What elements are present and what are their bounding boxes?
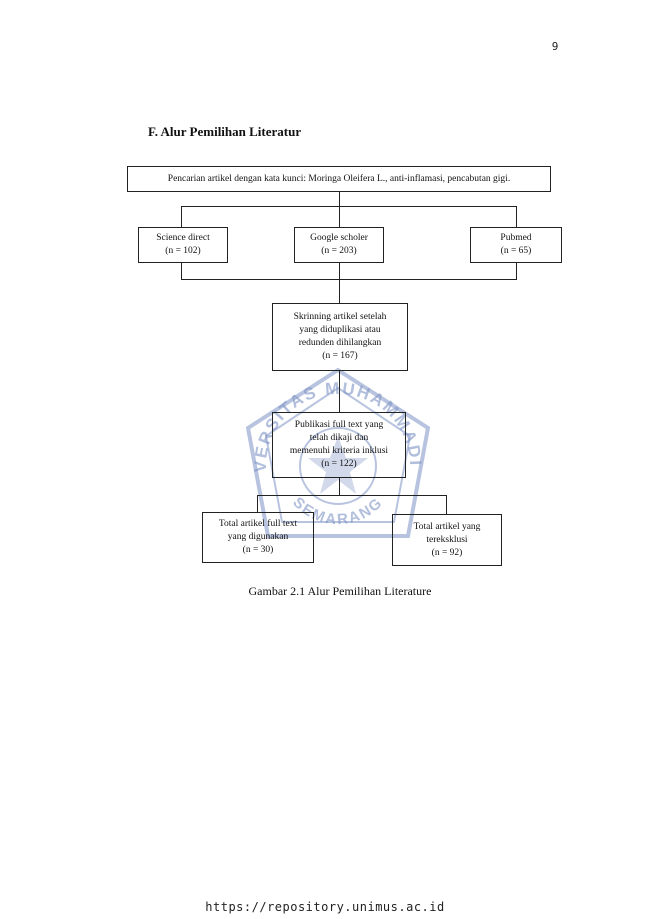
connector-fulltext-down (339, 478, 340, 495)
included-line: yang digunakan (227, 532, 289, 542)
fulltext-line: memenuhi kriteria inklusi (289, 446, 389, 456)
connector-to-screening (339, 263, 340, 304)
connector-to-science-direct (181, 206, 182, 228)
source-name: Pubmed (500, 233, 532, 243)
fulltext-box: Publikasi full text yang telah dikaji da… (272, 412, 406, 478)
screening-box: Skrinning artikel setelah yang diduplika… (272, 303, 408, 371)
source-name: Science direct (156, 233, 210, 243)
search-keywords-text: Pencarian artikel dengan kata kunci: Mor… (167, 173, 511, 184)
connector-search-down (339, 192, 340, 206)
figure-caption: Gambar 2.1 Alur Pemilihan Literature (248, 584, 432, 598)
page-number: 9 (551, 40, 559, 53)
repository-url[interactable]: https://repository.unimus.ac.id (205, 900, 445, 914)
connector-sources-merge (181, 279, 517, 280)
included-box: Total artikel full text yang digunakan (… (202, 512, 314, 563)
source-name: Google scholer (310, 233, 368, 243)
connector-to-pubmed (516, 206, 517, 228)
connector-screening-to-fulltext (339, 371, 340, 413)
excluded-box: Total artikel yang tereksklusi (n = 92) (392, 514, 502, 566)
excluded-line: Total artikel yang (413, 521, 481, 532)
excluded-line: tereksklusi (426, 534, 468, 545)
source-count: (n = 102) (165, 246, 201, 256)
fulltext-line: Publikasi full text yang (294, 420, 384, 430)
source-count: (n = 65) (500, 246, 532, 256)
source-count: (n = 203) (321, 246, 357, 256)
screening-line: Skrinning artikel setelah (293, 312, 387, 322)
screening-line: redunden dihilangkan (298, 338, 382, 348)
screening-line: yang diduplikasi atau (299, 325, 381, 335)
connector-sources-horizontal (181, 206, 517, 207)
section-heading: F. Alur Pemilihan Literatur (148, 124, 302, 139)
fulltext-line: telah dikaji dan (309, 433, 369, 443)
connector-to-included (257, 495, 258, 513)
screening-count: (n = 167) (322, 351, 358, 361)
source-box-science-direct: Science direct (n = 102) (138, 227, 228, 263)
fulltext-count: (n = 122) (321, 459, 357, 469)
connector-sources-bottom (181, 263, 182, 279)
connector-to-google-scholer (339, 206, 340, 228)
connector-to-excluded (446, 495, 447, 515)
excluded-count: (n = 92) (431, 547, 463, 558)
source-box-google-scholer: Google scholer (n = 203) (294, 227, 384, 263)
included-line: Total artikel full text (218, 519, 298, 529)
connector-sources-bottom (516, 263, 517, 279)
included-count: (n = 30) (242, 545, 274, 555)
connector-outcomes-horizontal (257, 495, 447, 496)
source-box-pubmed: Pubmed (n = 65) (470, 227, 562, 263)
search-keywords-box: Pencarian artikel dengan kata kunci: Mor… (127, 166, 551, 192)
